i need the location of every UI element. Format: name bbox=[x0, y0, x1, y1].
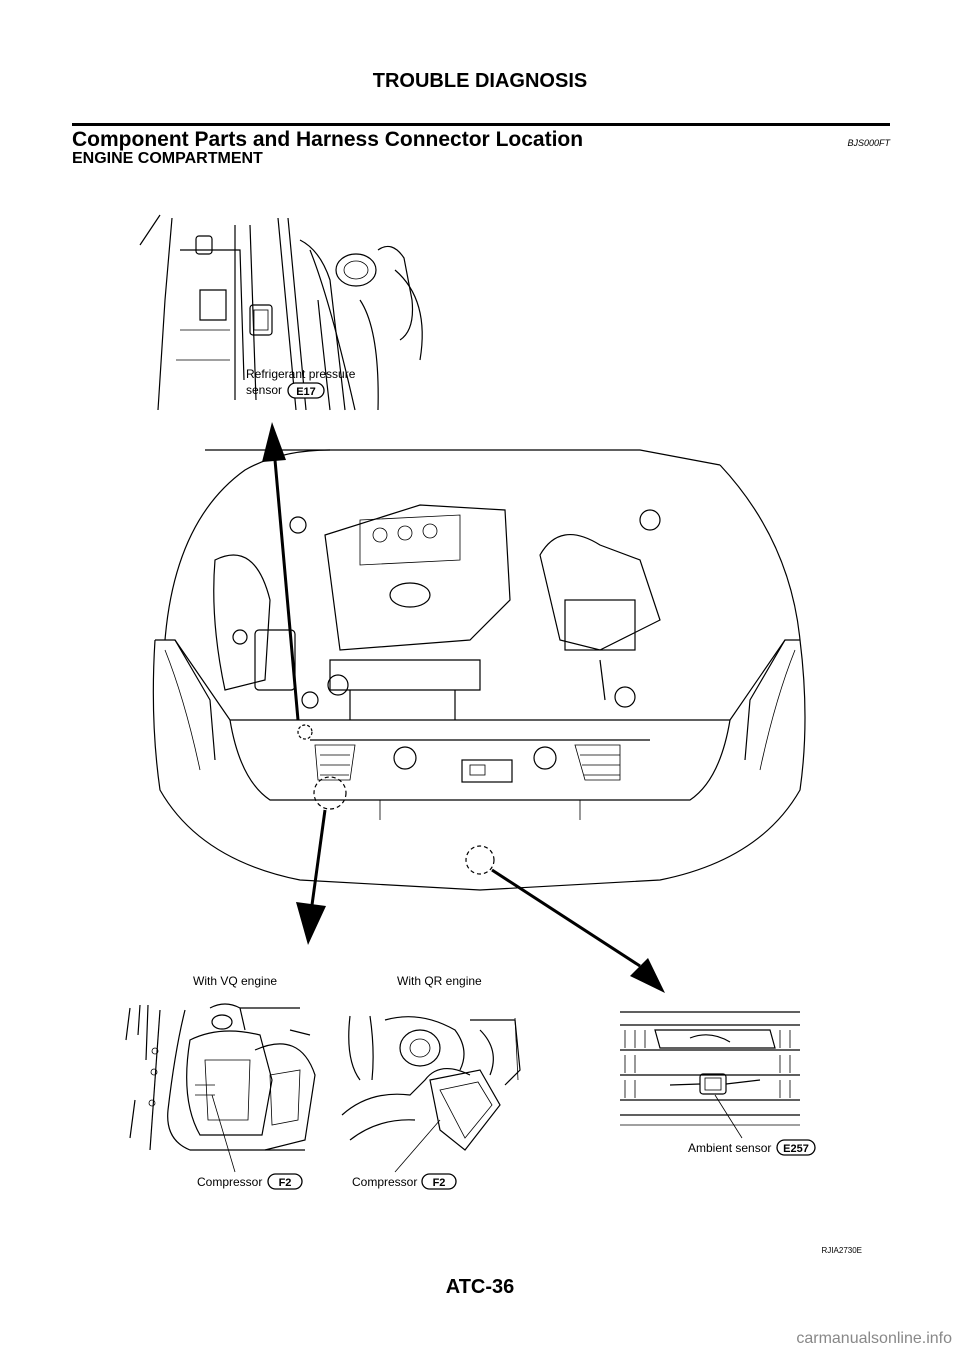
arrow-to-compressor bbox=[296, 809, 327, 945]
refrigerant-connector-code: E17 bbox=[296, 386, 316, 398]
inset-compressor-qr: Compressor F2 bbox=[341, 1015, 521, 1190]
arrow-to-refrigerant-sensor bbox=[262, 422, 300, 721]
compressor-location-marker bbox=[313, 776, 347, 810]
compressor-vq-label: Compressor bbox=[197, 1175, 262, 1189]
ambient-connector-badge bbox=[776, 1139, 816, 1156]
compressor-vq-connector-code: F2 bbox=[279, 1177, 292, 1189]
figure-id: RJIA2730E bbox=[822, 1246, 862, 1255]
refrigerant-connector-badge bbox=[287, 382, 325, 399]
arrow-to-ambient-sensor bbox=[491, 868, 665, 993]
page-number: ATC-36 bbox=[445, 1276, 515, 1298]
header-rule bbox=[72, 123, 890, 126]
inset-ambient-sensor: Ambient sensor E257 bbox=[620, 1011, 816, 1156]
refrigerant-label-line1: Refrigerant pressure bbox=[246, 367, 356, 381]
compressor-qr-connector-code: F2 bbox=[433, 1177, 446, 1189]
main-engine-view bbox=[152, 449, 806, 891]
compressor-qr-label: Compressor bbox=[352, 1175, 417, 1189]
section-code: BJS000FT bbox=[847, 138, 890, 148]
refrigerant-sensor-location-marker bbox=[297, 724, 313, 740]
watermark: carmanualsonline.info bbox=[796, 1330, 952, 1347]
qr-engine-label: With QR engine bbox=[397, 974, 482, 988]
subsection-title: ENGINE COMPARTMENT bbox=[72, 150, 263, 167]
compressor-vq-connector-badge bbox=[267, 1173, 303, 1190]
refrigerant-label-line2: sensor bbox=[246, 383, 282, 397]
inset-refrigerant-sensor: Refrigerant pressure sensor E17 bbox=[139, 214, 423, 411]
ambient-sensor-location-marker bbox=[465, 845, 495, 875]
ambient-connector-code: E257 bbox=[783, 1143, 809, 1155]
ambient-sensor-label: Ambient sensor bbox=[688, 1141, 771, 1155]
vq-engine-label: With VQ engine bbox=[193, 974, 277, 988]
inset-compressor-vq: Compressor F2 bbox=[125, 1003, 316, 1190]
compressor-qr-connector-badge bbox=[421, 1173, 457, 1190]
page-header-title: TROUBLE DIAGNOSIS bbox=[372, 70, 588, 92]
section-title: Component Parts and Harness Connector Lo… bbox=[72, 128, 584, 151]
